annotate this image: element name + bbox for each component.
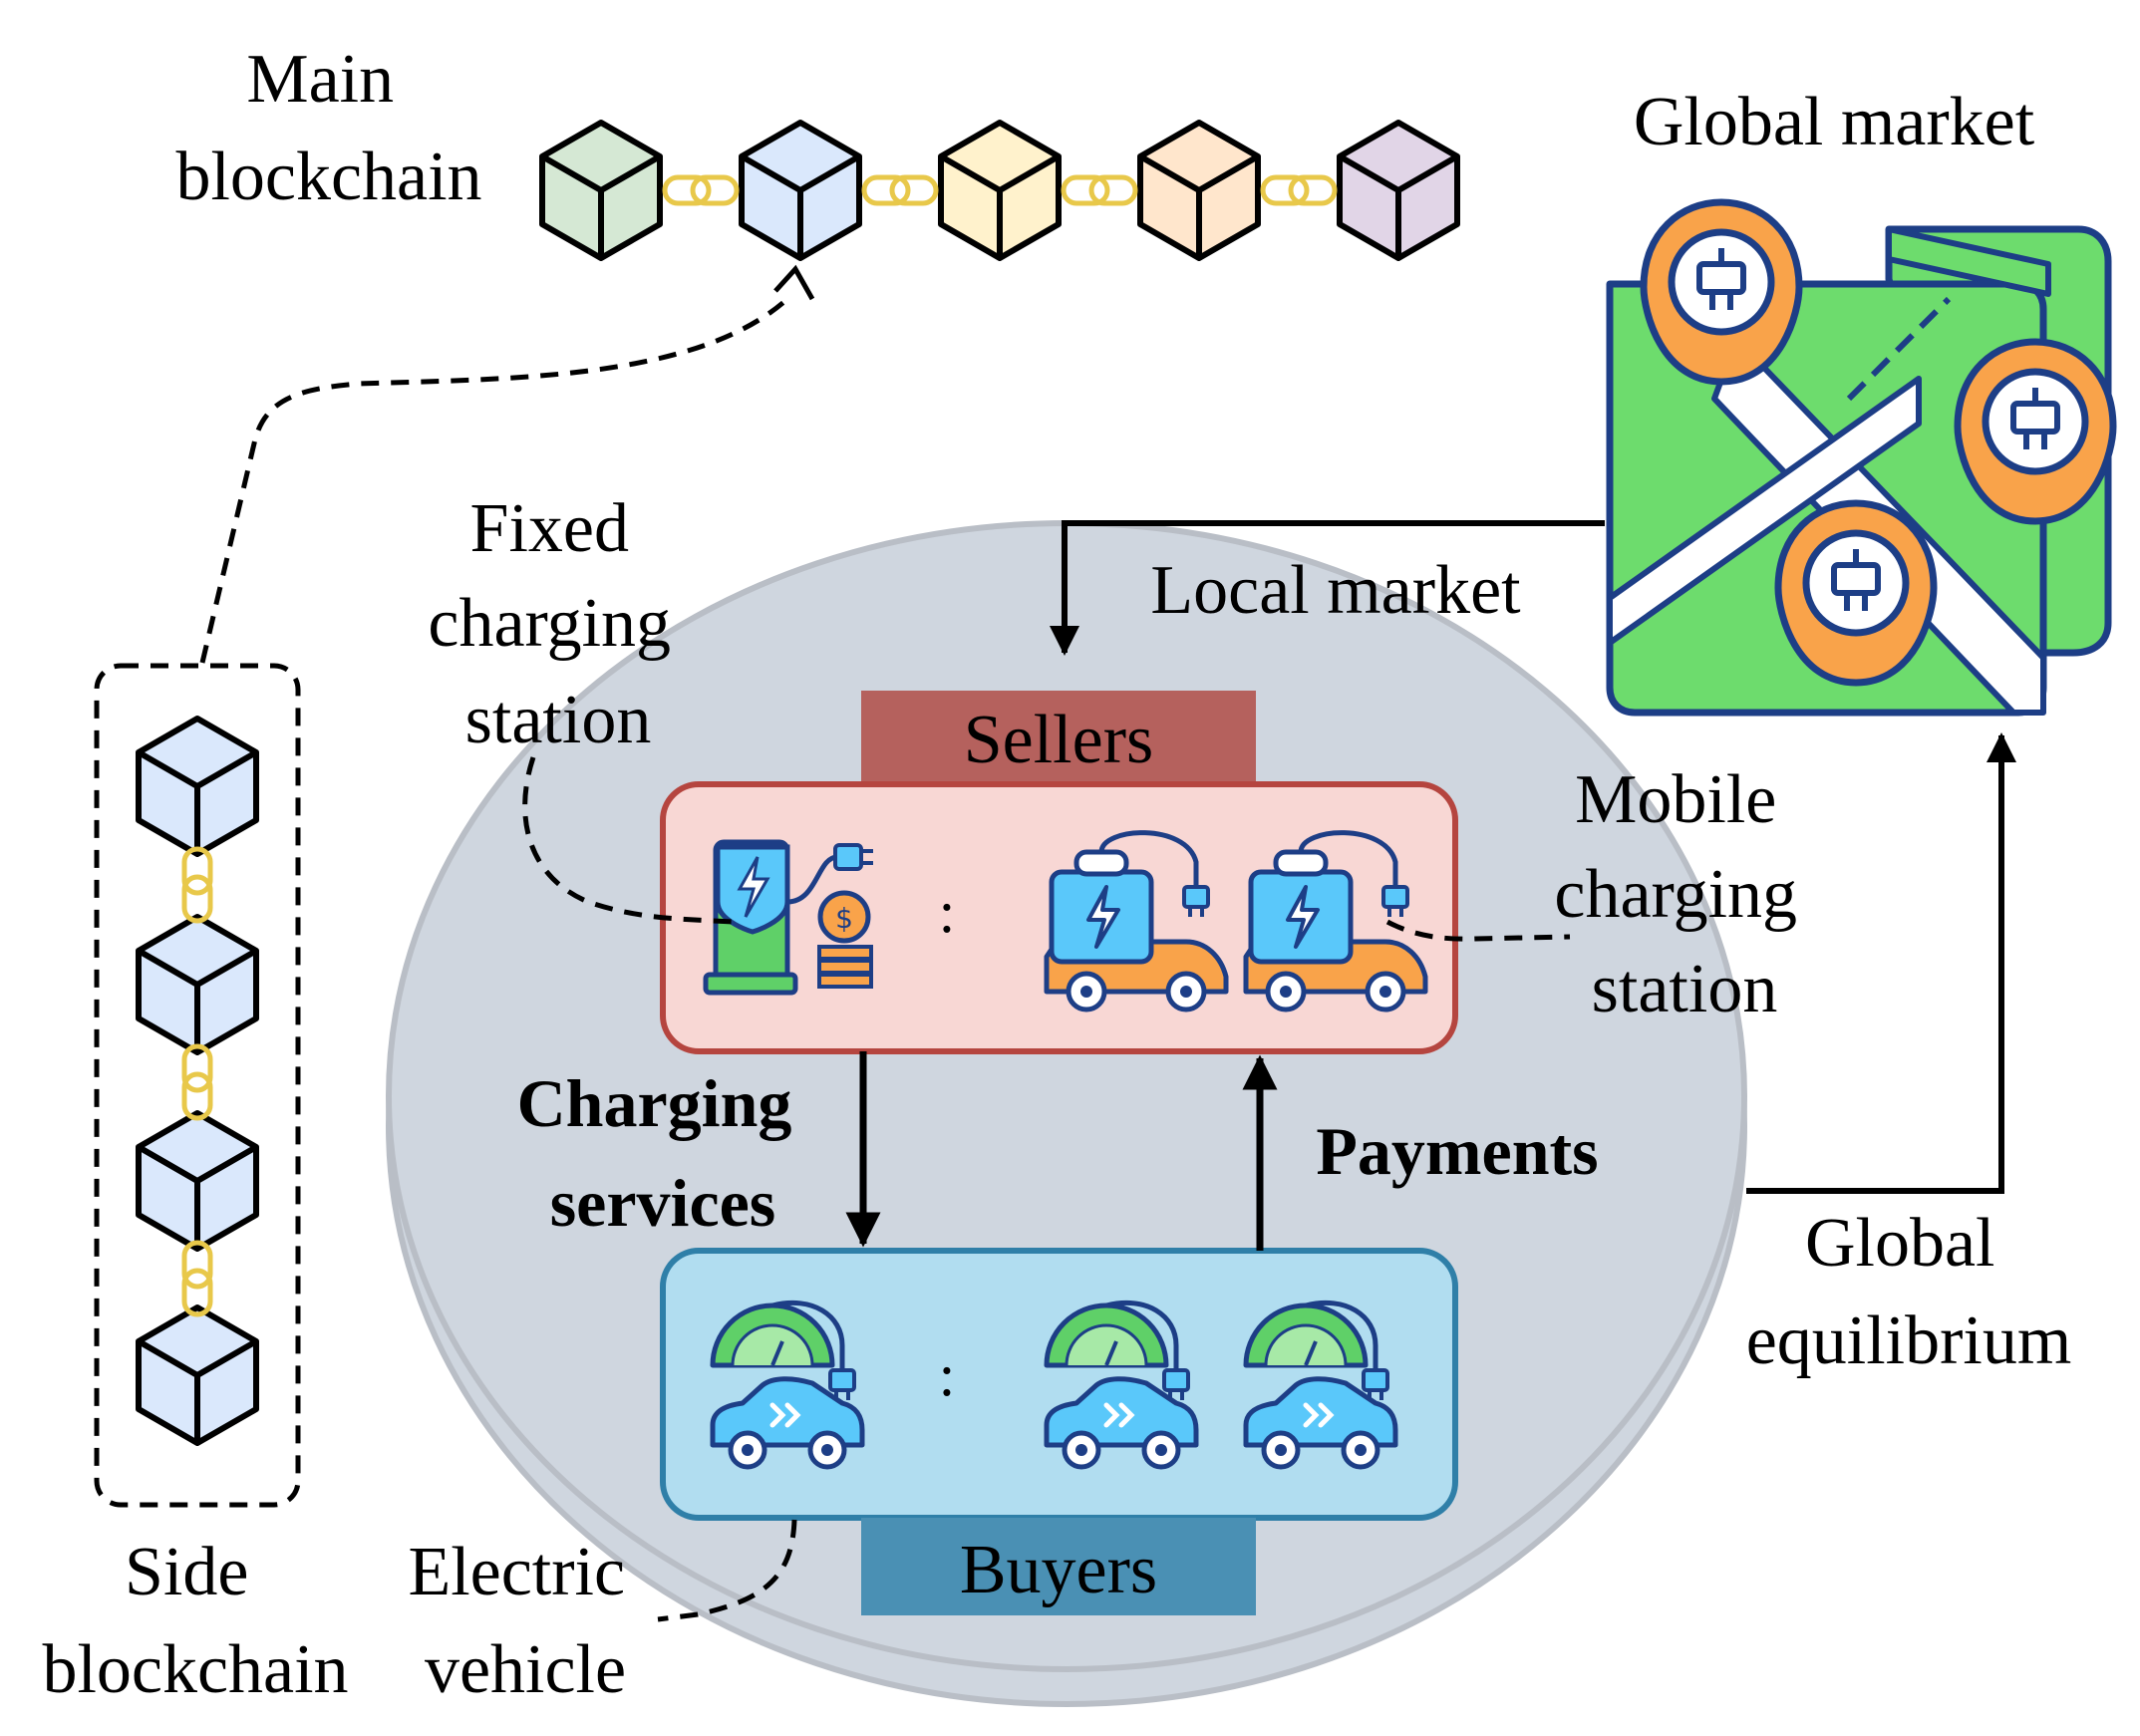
main-block-4 xyxy=(1140,123,1258,258)
side-blockchain-frame xyxy=(94,663,301,1508)
fixed-charging-station-label: Fixed charging station xyxy=(428,490,688,758)
main-chain-link-4 xyxy=(1263,177,1335,203)
charging-services-label: Charging services xyxy=(517,1065,809,1241)
side-block-4 xyxy=(139,1307,256,1443)
side-chain-link-1 xyxy=(184,849,210,921)
global-market-label: Global market xyxy=(1634,84,2035,160)
mobile-station-connector xyxy=(1385,919,1571,942)
side-blockchain xyxy=(139,719,256,1443)
main-block-3 xyxy=(941,123,1059,258)
side-blockchain-label: Side blockchain xyxy=(42,1534,348,1708)
buyers-label: Buyers xyxy=(960,1532,1157,1608)
side-chain-link-3 xyxy=(184,1243,210,1314)
main-chain-link-2 xyxy=(864,177,936,203)
main-block-2 xyxy=(742,123,859,258)
sellers-header xyxy=(861,691,1256,784)
side-to-main-connector xyxy=(199,297,789,664)
map-pin-2 xyxy=(1958,342,2113,521)
side-block-1 xyxy=(139,719,256,854)
main-blockchain-label: Main blockchain xyxy=(175,41,481,215)
fixed-station-connector xyxy=(522,756,734,925)
main-chain-link-3 xyxy=(1064,177,1135,203)
payments-label: Payments xyxy=(1316,1113,1598,1189)
side-block-3 xyxy=(139,1113,256,1249)
mobile-charging-station-label: Mobile charging station xyxy=(1554,761,1814,1027)
global-equilibrium-label: Global equilibrium xyxy=(1746,1205,2072,1379)
global-market-map-icon xyxy=(1606,202,2113,717)
sellers-ellipsis: : xyxy=(939,879,956,945)
local-market-arrow xyxy=(1050,520,1605,656)
side-chain-link-2 xyxy=(184,1046,210,1118)
ev-connector xyxy=(657,1519,797,1622)
side-to-main-arrowhead xyxy=(773,264,815,301)
map-pin-1 xyxy=(1644,202,1799,382)
sellers-label: Sellers xyxy=(964,702,1154,778)
main-blockchain xyxy=(542,123,1457,258)
global-equilibrium-arrow xyxy=(1746,732,2016,1194)
fixed-charging-station-icon: $ xyxy=(703,839,873,996)
local-market-label: Local market xyxy=(1150,552,1521,629)
buyers-header xyxy=(861,1518,1256,1615)
buyers-ellipsis: : xyxy=(939,1342,956,1408)
electric-vehicle-label: Electric vehicle xyxy=(408,1534,642,1708)
main-block-5 xyxy=(1340,123,1457,258)
main-block-1 xyxy=(542,123,660,258)
svg-text:$: $ xyxy=(835,902,853,935)
side-block-2 xyxy=(139,917,256,1052)
map-pin-3 xyxy=(1778,503,1934,683)
main-chain-link-1 xyxy=(665,177,737,203)
